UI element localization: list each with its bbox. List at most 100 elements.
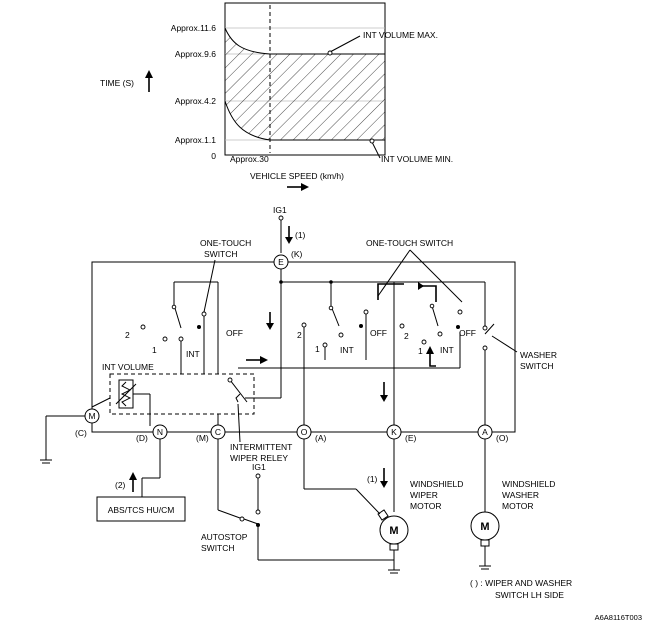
int-volume-min-label: INT VOLUME MIN.	[381, 154, 453, 164]
flow-arrowhead-motor-icon	[380, 481, 388, 488]
washer-motor-letter: M	[480, 521, 489, 533]
connector-a-pin: (O)	[496, 433, 508, 443]
washer-switch-label-1: WASHER	[520, 350, 557, 360]
int-volume-label: INT VOLUME	[102, 362, 154, 372]
left-switch-pos1	[162, 336, 168, 342]
timing-graph: INT VOLUME MAX. INT VOLUME MIN. Approx.1…	[100, 2, 453, 191]
x-tick-30: Approx.30	[230, 154, 269, 164]
right-pos-off: OFF	[459, 328, 476, 338]
x-axis-arrowhead-icon	[301, 183, 309, 191]
mid-switch-pivot	[328, 305, 334, 311]
left-switch-off-dot	[197, 325, 201, 329]
mid-pos-int: INT	[340, 345, 354, 355]
right-switch-blade	[431, 305, 439, 327]
int-volume-zigzag	[120, 381, 132, 407]
mid-switch-off-contact	[363, 309, 369, 315]
max-leader	[329, 35, 361, 53]
ig1-autostop-terminal	[255, 473, 261, 479]
one-touch-left-label-1: ONE-TOUCH	[200, 238, 251, 248]
y-axis-arrowhead-icon	[145, 70, 153, 78]
connector-m-pin: (C)	[75, 428, 87, 438]
connector-c-pin: (M)	[196, 433, 209, 443]
left-pos-int: INT	[186, 349, 200, 359]
washer-motor-stem	[480, 539, 490, 547]
wiper-circuit: IG1 (1) E (K) ONE-TOUCH SWITCH	[40, 205, 642, 622]
y-tick-11-6: Approx.11.6	[171, 23, 216, 33]
int-volume-wiper-arrow-icon	[115, 383, 137, 405]
washer-switch-top	[482, 325, 488, 331]
washer-motor-label-3: MOTOR	[502, 501, 533, 511]
washer-motor-label-2: WASHER	[502, 490, 539, 500]
one-touch-right-leader-b	[409, 249, 463, 303]
mid-pos-2: 2	[297, 330, 302, 340]
left-switch-pivot	[171, 304, 177, 310]
wiper-motor-label-2: WIPER	[410, 490, 438, 500]
right-pos-1: 1	[418, 346, 423, 356]
right-switch-off-contact	[457, 309, 463, 315]
mid-switch-int-contact	[338, 332, 344, 338]
left-switch-pos2	[140, 324, 146, 330]
int-volume-to-m	[91, 397, 111, 408]
flow-arrowhead-abs-icon	[129, 472, 137, 480]
wiper-motor-label-3: MOTOR	[410, 501, 441, 511]
switch-body-frame	[91, 261, 516, 433]
min-leader	[371, 141, 381, 159]
one-touch-left-label-2: SWITCH	[204, 249, 238, 259]
e-bus-junction	[279, 280, 283, 284]
int-volume-max-label: INT VOLUME MAX.	[363, 30, 438, 40]
autostop-label-2: SWITCH	[201, 543, 235, 553]
washer-switch-bottom	[482, 345, 488, 351]
flow-arrowhead-e-icon	[266, 323, 274, 330]
relay-label-2: WIPER RELEY	[230, 453, 288, 463]
relay-dashed-box	[109, 373, 255, 415]
right-int-arrowhead-icon	[426, 346, 434, 354]
connector-n-pin: (D)	[136, 433, 148, 443]
ig1-top-terminal	[278, 215, 284, 221]
ig1-top-label: IG1	[273, 205, 287, 215]
right-switch-off-dot	[456, 325, 460, 329]
wiper-motor-label-1: WINDSHIELD	[410, 479, 463, 489]
mid-switch-pos2	[301, 322, 307, 328]
autostop-label-1: AUTOSTOP	[201, 532, 248, 542]
y-tick-0: 0	[211, 151, 216, 161]
wiper-motor-letter: M	[389, 525, 398, 537]
max-leader-dot	[327, 50, 333, 56]
one-touch-right-leader-a	[377, 249, 411, 297]
int-volume-max-curve	[224, 27, 385, 55]
flow-arrowhead-top-icon	[285, 237, 293, 244]
connector-k-letter: K	[391, 427, 397, 437]
washer-switch-blade	[484, 323, 495, 335]
relay-blade	[229, 379, 248, 403]
connector-n-letter: N	[157, 427, 163, 437]
right-pos-int: INT	[440, 345, 454, 355]
left-pos-off: OFF	[226, 328, 243, 338]
connector-e-pin: (K)	[291, 249, 303, 259]
mid-pos-off: OFF	[370, 328, 387, 338]
right-switch-arrowhead-icon	[418, 282, 424, 290]
abs-tcs-label: ABS/TCS HU/CM	[108, 505, 175, 515]
connector-o-pin: (A)	[315, 433, 327, 443]
flow-label-top: (1)	[295, 230, 306, 240]
right-switch-bracket-b	[420, 285, 437, 302]
flow-arrowhead-relay-icon	[260, 356, 268, 364]
y-axis-label: TIME (S)	[100, 78, 134, 88]
right-switch-pos2	[399, 323, 405, 329]
right-pos-2: 2	[404, 331, 409, 341]
relay-leader	[237, 403, 241, 443]
hatched-time-band	[225, 28, 385, 140]
flow-label-motor: (1)	[367, 474, 378, 484]
y-tick-4-2: Approx.4.2	[175, 96, 216, 106]
note-line-1: ( ) : WIPER AND WASHER	[470, 578, 572, 588]
relay-label-1: INTERMITTENT	[230, 442, 292, 452]
autostop-contact-b	[255, 509, 261, 515]
washer-switch-label-2: SWITCH	[520, 361, 554, 371]
autostop-contact-a	[239, 516, 245, 522]
mid-switch-off-dot	[359, 324, 363, 328]
note-line-2: SWITCH LH SIDE	[495, 590, 564, 600]
min-leader-dot	[369, 138, 375, 144]
wiper-motor-stem	[389, 543, 399, 551]
ig1-autostop-label: IG1	[252, 462, 266, 472]
y-tick-1-1: Approx.1.1	[175, 135, 216, 145]
left-switch-int-contact	[178, 336, 184, 342]
